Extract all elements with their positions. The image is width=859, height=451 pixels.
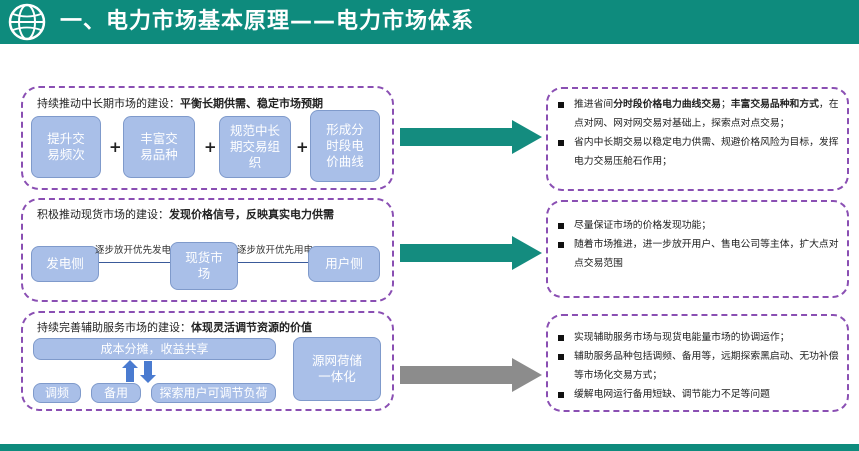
description-box-medium-long-term: 推进省间分时段价格电力曲线交易；丰富交易品种和方式，在点对网、网对网交易对基础上… xyxy=(546,87,849,191)
connector-line xyxy=(99,262,170,263)
page-title: 一、电力市场基本原理——电力市场体系 xyxy=(60,9,475,34)
right-arrow-icon xyxy=(400,358,542,392)
panel-spot-market: 积极推动现货市场的建设：发现价格信号，反映真实电力供需 发电侧 逐步放开优先发电… xyxy=(21,198,394,302)
list-item: 实现辅助服务市场与现货电能量市场的协调运作； xyxy=(558,328,839,347)
panel-title: 持续推动中长期市场的建设：平衡长期供需、稳定市场预期 xyxy=(37,97,323,110)
box-adjustable-load: 探索用户可调节负荷 xyxy=(151,383,276,403)
list-item: 缓解电网运行备用短缺、调节能力不足等问题 xyxy=(558,385,839,404)
panel-medium-long-term: 持续推动中长期市场的建设：平衡长期供需、稳定市场预期 提升交易频次 + 丰富交易… xyxy=(21,86,394,190)
right-arrow-icon xyxy=(400,120,542,154)
box-user-side: 用户侧 xyxy=(308,246,380,282)
box-source-grid-load-storage: 源网荷储一体化 xyxy=(293,337,381,401)
note-consumption: 逐步放开优先用电 xyxy=(237,245,314,256)
note-generation: 逐步放开优先发电 xyxy=(95,245,172,256)
box-trade-varieties: 丰富交易品种 xyxy=(123,116,195,178)
list-item: 省内中长期交易以稳定电力供需、规避价格风险为目标，发挥电力交易压舱石作用； xyxy=(558,133,839,171)
plus-sign: + xyxy=(296,138,309,156)
box-spot-market: 现货市场 xyxy=(170,242,238,290)
list-item: 推进省间分时段价格电力曲线交易；丰富交易品种和方式，在点对网、网对网交易对基础上… xyxy=(558,95,839,133)
list-item: 尽量保证市场的价格发现功能； xyxy=(558,216,839,235)
description-box-spot-market: 尽量保证市场的价格发现功能； 随着市场推进，进一步放开用户、售电公司等主体，扩大… xyxy=(546,200,849,298)
description-box-ancillary-services: 实现辅助服务市场与现货电能量市场的协调运作； 辅助服务品种包括调频、备用等，远期… xyxy=(546,314,849,412)
box-trade-organization: 规范中长期交易组织 xyxy=(219,116,291,178)
box-time-price-curve: 形成分时段电价曲线 xyxy=(310,110,380,182)
plus-sign: + xyxy=(204,138,217,156)
list-item: 辅助服务品种包括调频、备用等，远期探索黑启动、无功补偿等市场化交易方式； xyxy=(558,347,839,385)
logo-icon xyxy=(8,3,46,41)
box-reserve: 备用 xyxy=(91,383,141,403)
connector-line xyxy=(238,262,308,263)
double-arrow-icon xyxy=(122,360,156,383)
plus-sign: + xyxy=(109,138,122,156)
box-trade-frequency: 提升交易频次 xyxy=(31,116,101,178)
bottom-bar xyxy=(0,444,859,451)
panel-ancillary-services: 持续完善辅助服务市场的建设：体现灵活调节资源的价值 成本分摊，收益共享 调频 备… xyxy=(21,311,394,411)
panel-title: 积极推动现货市场的建设：发现价格信号，反映真实电力供需 xyxy=(37,208,334,221)
box-generation-side: 发电侧 xyxy=(31,246,99,282)
header-bar: 一、电力市场基本原理——电力市场体系 xyxy=(0,0,859,44)
box-frequency-regulation: 调频 xyxy=(33,383,81,403)
right-arrow-icon xyxy=(400,236,542,270)
list-item: 随着市场推进，进一步放开用户、售电公司等主体，扩大点对点交易范围 xyxy=(558,235,839,273)
box-cost-sharing: 成本分摊，收益共享 xyxy=(33,338,276,360)
panel-title: 持续完善辅助服务市场的建设：体现灵活调节资源的价值 xyxy=(37,321,312,334)
